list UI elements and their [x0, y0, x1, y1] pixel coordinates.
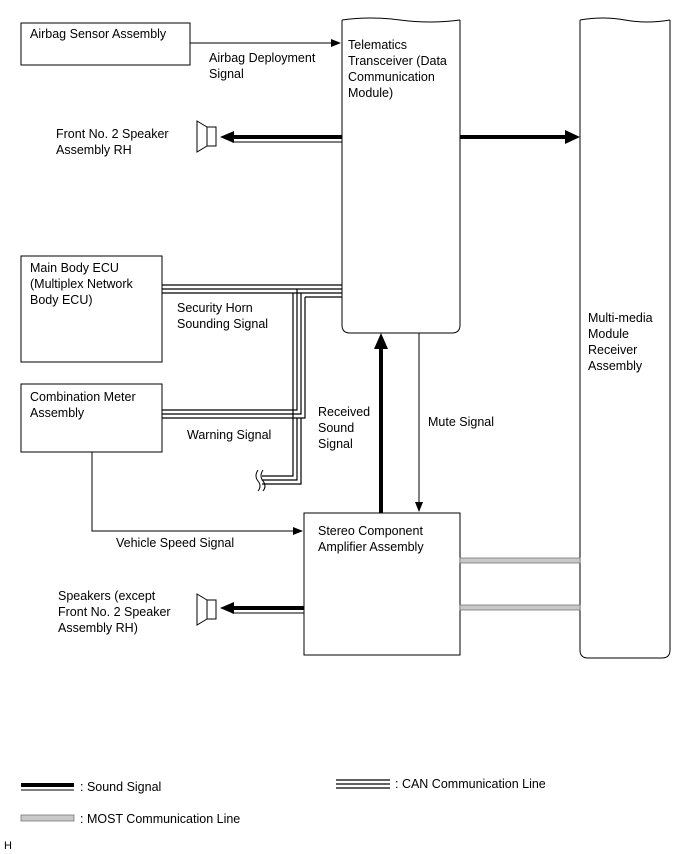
can-break-mark — [255, 469, 261, 492]
telematics-box — [341, 20, 461, 334]
can-line-bus — [162, 289, 342, 419]
warning-signal-label: Warning Signal — [187, 428, 272, 442]
mute-signal-label: Mute Signal — [428, 415, 495, 429]
main-body-ecu-label: Main Body ECU (Multiplex Network Body EC… — [30, 261, 133, 307]
legend-can-label: : CAN Communication Line — [395, 777, 546, 791]
stereo-amp-label: Stereo Component Amplifier Assembly — [318, 524, 424, 554]
combination-meter-box — [20, 383, 163, 453]
airbag-sensor-box — [20, 22, 191, 66]
footer-code: H — [4, 840, 12, 852]
can-line-break — [262, 293, 302, 485]
received-sound-arrow — [374, 333, 388, 349]
legend-sound-label: : Sound Signal — [80, 780, 162, 794]
can-line-main-body — [162, 284, 342, 294]
stereo-amp-box — [303, 512, 461, 656]
main-body-ecu-box — [20, 255, 163, 363]
legend-sound-symbol — [21, 783, 74, 791]
vehicle-speed-label: Vehicle Speed Signal — [116, 536, 235, 550]
received-sound-label: Received Sound Signal — [318, 405, 371, 451]
sound-arrow-multimedia — [565, 130, 580, 144]
telematics-label: Telematics Transceiver (Data Communicati… — [348, 38, 447, 100]
multimedia-box — [579, 20, 671, 659]
vehicle-speed-line — [91, 452, 303, 535]
airbag-deployment-label: Airbag Deployment Signal — [209, 51, 316, 81]
sound-arrow-front-speaker — [220, 131, 234, 143]
combination-meter-label: Combination Meter Assembly — [30, 390, 136, 420]
front-speaker-icon — [196, 120, 217, 153]
multimedia-label: Multi-media Module Receiver Assembly — [588, 311, 653, 373]
legend-can-symbol — [336, 779, 390, 789]
multimedia-top-break — [579, 17, 671, 23]
front-speaker-label: Front No. 2 Speaker Assembly RH — [56, 127, 169, 157]
most-line-1 — [459, 557, 581, 564]
security-horn-label: Security Horn Sounding Signal — [177, 301, 269, 331]
sound-arrow-speakers — [220, 602, 234, 614]
speakers-icon — [196, 593, 217, 626]
legend-most-label: : MOST Communication Line — [80, 812, 241, 826]
speakers-label: Speakers (except Front No. 2 Speaker Ass… — [58, 589, 171, 635]
most-line-2 — [459, 604, 581, 611]
can-break-mark-2 — [260, 469, 266, 492]
airbag-sensor-label: Airbag Sensor Assembly — [30, 27, 167, 41]
telematics-top-break — [341, 17, 461, 23]
legend-most-symbol — [20, 814, 75, 822]
